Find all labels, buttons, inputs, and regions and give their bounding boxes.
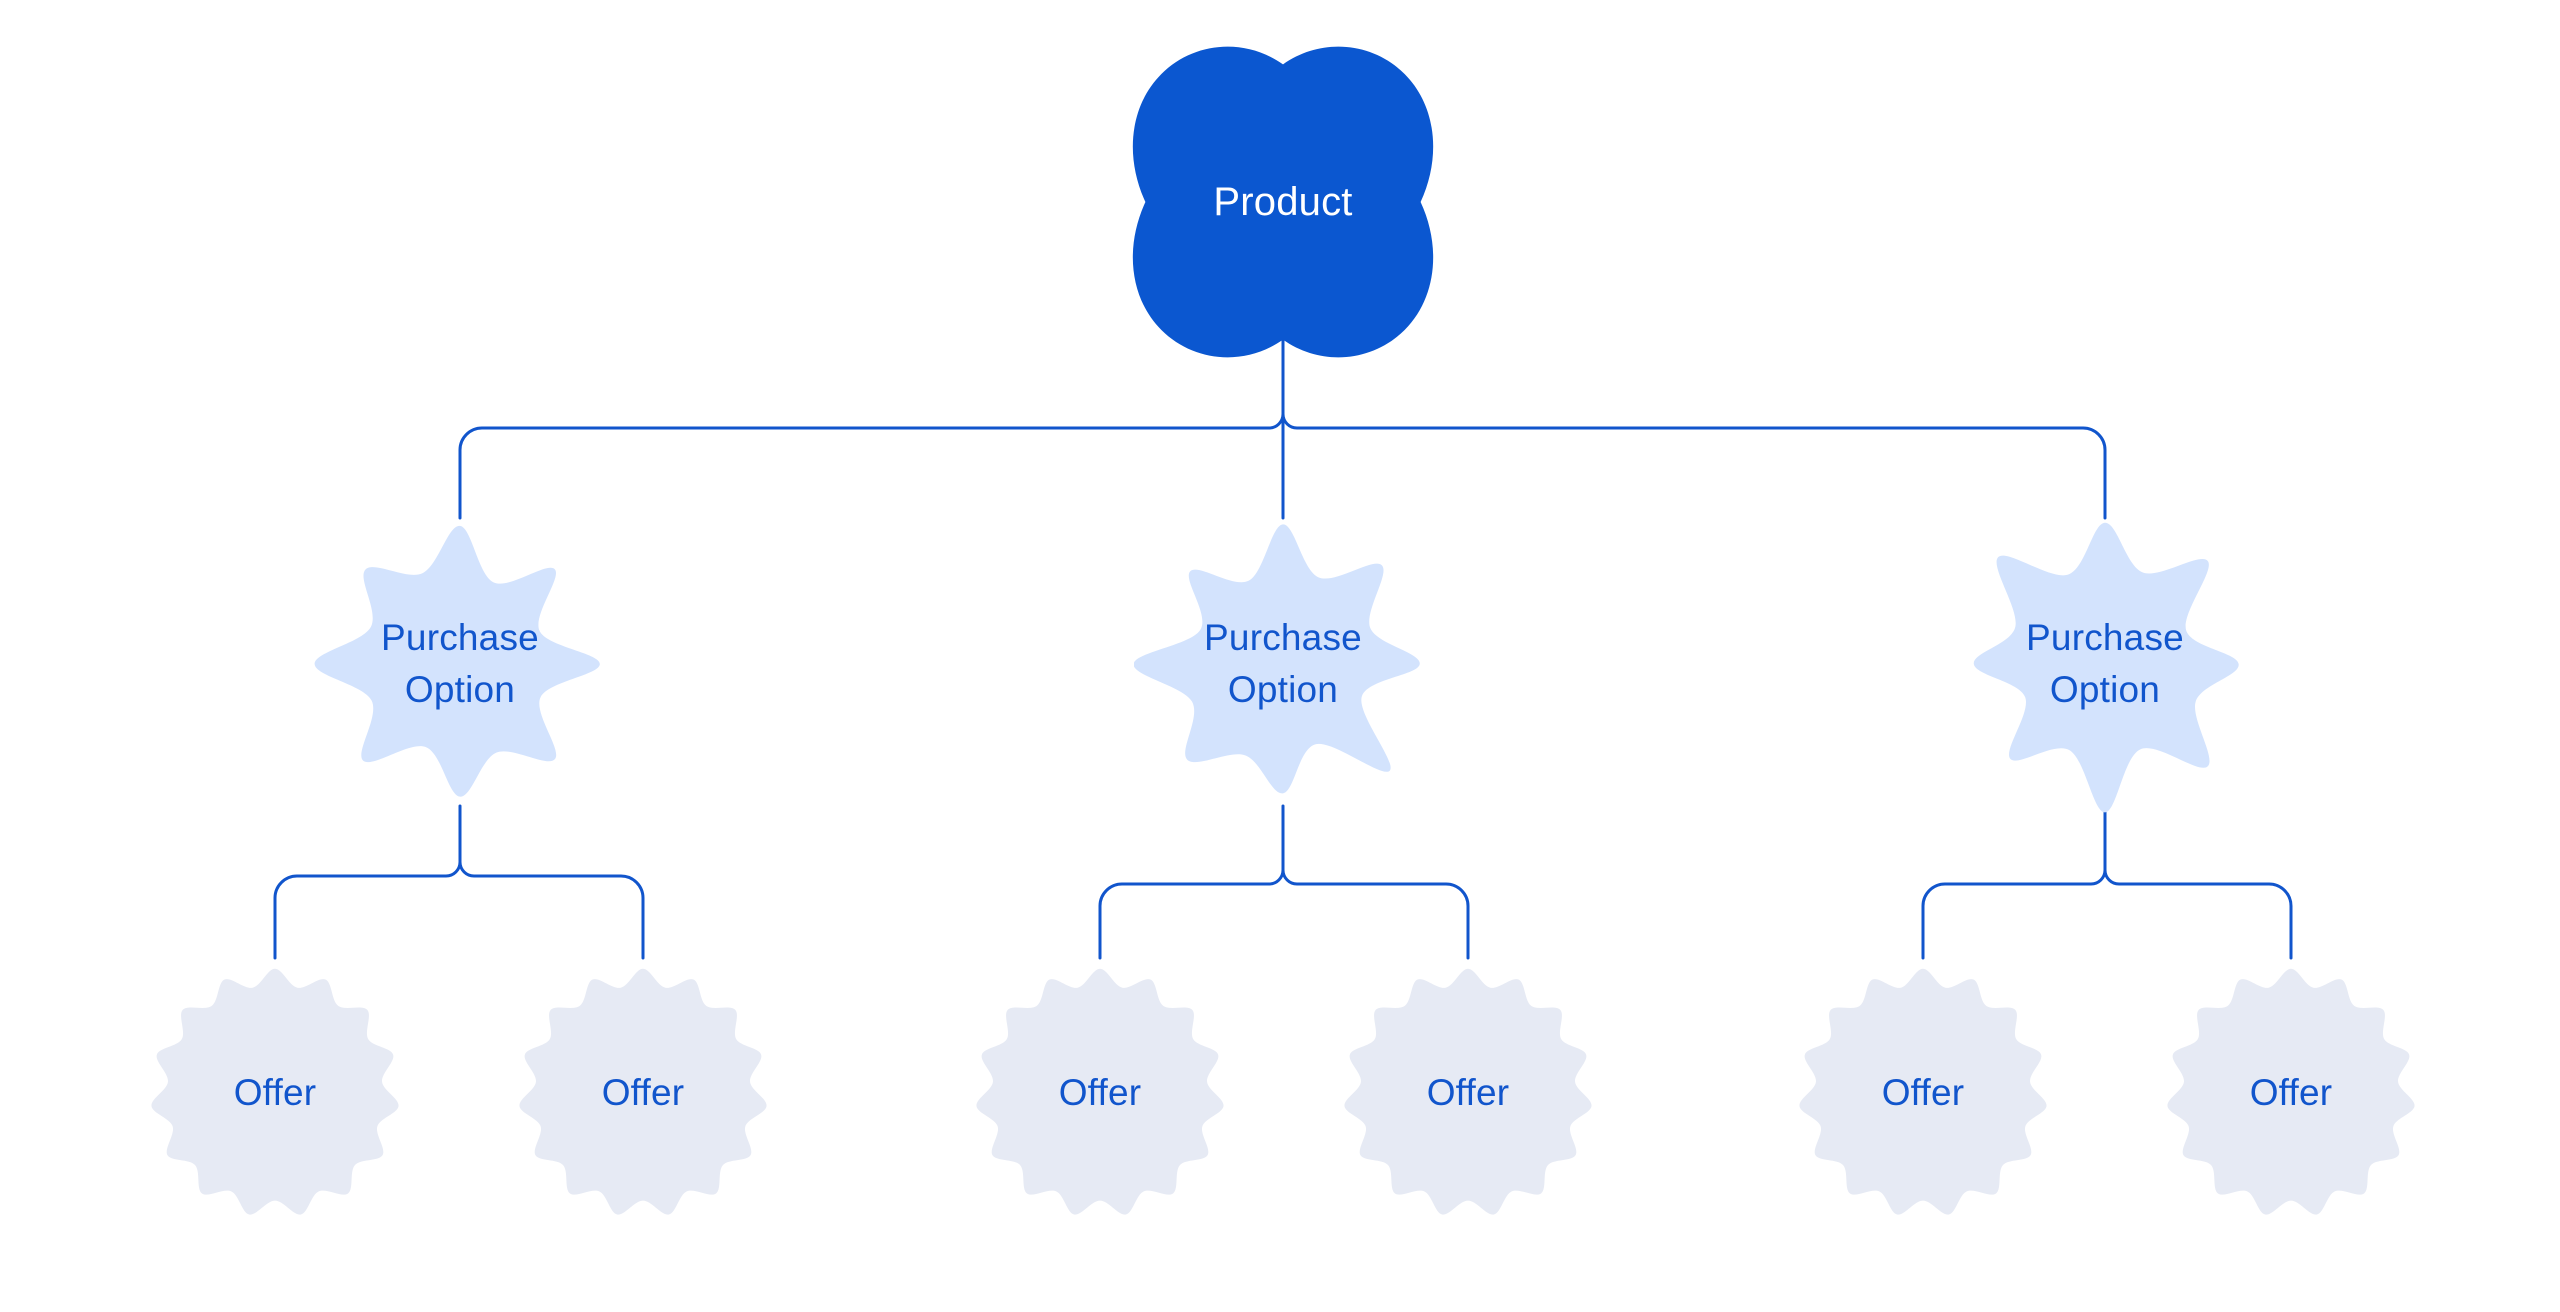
offer-scallop-shape — [2167, 968, 2415, 1215]
node-offer-3a[interactable]: Offer — [1785, 955, 2061, 1231]
edge-root-bus-left — [458, 412, 1285, 520]
purchase-option-blob-shape — [314, 525, 600, 797]
node-product[interactable]: Product — [1123, 42, 1443, 362]
offer-scallop-shape-path — [976, 968, 1224, 1215]
offer-3a-label: Offer — [1881, 1072, 1965, 1113]
purchase-option-blob-shape-path — [1134, 524, 1420, 794]
offer-scallop-shape — [976, 968, 1224, 1215]
node-offer-3b[interactable]: Offer — [2153, 955, 2429, 1231]
product-label: Product — [1213, 180, 1353, 224]
node-purchase-option-3[interactable]: Purchase Option — [1956, 515, 2254, 813]
purchase-option-3-label: Purchase Option — [2026, 617, 2184, 710]
offer-scallop-shape-path — [1344, 968, 1592, 1215]
offer-scallop-shape-path — [151, 968, 399, 1215]
offer-scallop-shape-path — [2167, 968, 2415, 1215]
edge-offer-bus-left-3 — [1921, 868, 2107, 960]
node-purchase-option-1[interactable]: Purchase Option — [311, 515, 609, 813]
offer-scallop-shape-path — [519, 968, 767, 1215]
purchase-option-1-label: Purchase Option — [381, 617, 539, 710]
offer-scallop-shape — [1344, 968, 1592, 1215]
offer-1b-label: Offer — [601, 1072, 685, 1113]
node-offer-1a[interactable]: Offer — [137, 955, 413, 1231]
edge-offer-bus-left-1 — [273, 860, 462, 960]
offer-2b-label: Offer — [1426, 1072, 1510, 1113]
offer-scallop-shape — [1799, 968, 2047, 1215]
edge-root-bus-right — [1281, 412, 2107, 520]
clover-path — [1132, 46, 1434, 358]
offer-3b-label: Offer — [2249, 1072, 2333, 1113]
node-purchase-option-2[interactable]: Purchase Option — [1134, 515, 1432, 813]
purchase-option-blob-shape-path — [1973, 522, 2239, 813]
edge-offer-bus-right-1 — [458, 860, 645, 960]
purchase-option-2-label: Purchase Option — [1204, 617, 1362, 710]
purchase-option-blob-shape — [1134, 524, 1420, 794]
offer-scallop-shape — [151, 968, 399, 1215]
edge-offer-bus-left-2 — [1098, 868, 1285, 960]
product-clover-shape — [1132, 46, 1434, 358]
purchase-option-blob-shape — [1973, 522, 2239, 813]
node-offer-2a[interactable]: Offer — [962, 955, 1238, 1231]
offer-2a-label: Offer — [1058, 1072, 1142, 1113]
node-offer-2b[interactable]: Offer — [1330, 955, 1606, 1231]
offer-scallop-shape — [519, 968, 767, 1215]
node-offer-1b[interactable]: Offer — [505, 955, 781, 1231]
edge-offer-bus-right-3 — [2103, 868, 2293, 960]
purchase-option-blob-shape-path — [314, 525, 600, 797]
offer-scallop-shape-path — [1799, 968, 2047, 1215]
offer-1a-label: Offer — [233, 1072, 317, 1113]
edge-offer-bus-right-2 — [1281, 868, 1470, 960]
